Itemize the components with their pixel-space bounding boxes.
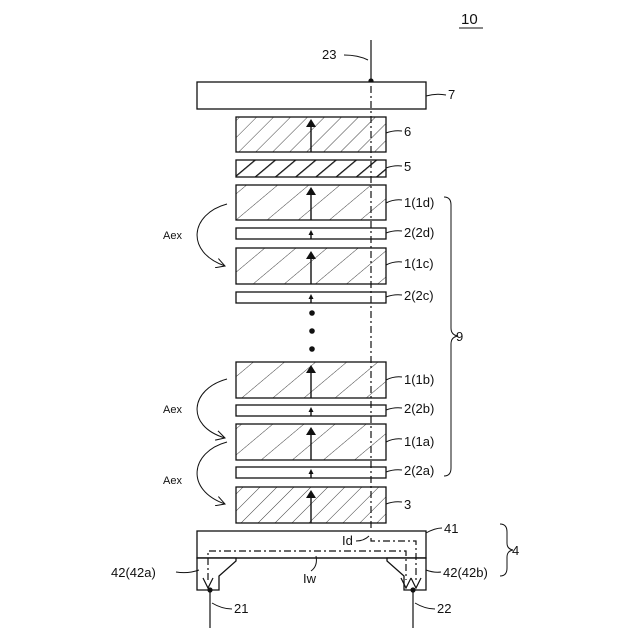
label-4: 4 bbox=[512, 543, 519, 558]
leader-2a bbox=[386, 470, 402, 472]
label-1d: 1(1d) bbox=[404, 195, 434, 210]
label-5: 5 bbox=[404, 159, 411, 174]
aex-arrow-middle bbox=[197, 379, 227, 438]
terminal-42a bbox=[197, 558, 236, 590]
figure-number: 10 bbox=[461, 11, 478, 28]
leader-3 bbox=[386, 502, 402, 504]
leader-5 bbox=[386, 166, 402, 168]
label-3: 3 bbox=[404, 497, 411, 512]
label-2d: 2(2d) bbox=[404, 225, 434, 240]
label-23: 23 bbox=[322, 47, 336, 62]
label-7: 7 bbox=[448, 87, 455, 102]
label-2a: 2(2a) bbox=[404, 463, 434, 478]
leader-21 bbox=[212, 603, 232, 609]
label-id: Id bbox=[342, 533, 353, 548]
junction-dot-22 bbox=[410, 587, 415, 592]
junction-dot-21 bbox=[207, 587, 212, 592]
label-aex-middle: Aex bbox=[163, 404, 182, 416]
label-1c: 1(1c) bbox=[404, 256, 434, 271]
leader-42b bbox=[426, 570, 441, 572]
leader-1a bbox=[386, 439, 402, 442]
label-1b: 1(1b) bbox=[404, 372, 434, 387]
leader-7 bbox=[426, 94, 446, 96]
central-current-arrows bbox=[309, 123, 314, 523]
label-42b: 42(42b) bbox=[443, 565, 488, 580]
plate-7 bbox=[197, 82, 426, 109]
leader-23 bbox=[344, 55, 368, 60]
leader-2c bbox=[386, 295, 402, 297]
label-iw: Iw bbox=[303, 571, 317, 586]
ellipsis-dot-3 bbox=[309, 346, 315, 352]
leader-6 bbox=[386, 131, 402, 133]
label-6: 6 bbox=[404, 124, 411, 139]
layer-5 bbox=[236, 160, 386, 177]
label-22: 22 bbox=[437, 601, 451, 616]
label-21: 21 bbox=[234, 601, 248, 616]
label-41: 41 bbox=[444, 521, 458, 536]
label-42a: 42(42a) bbox=[111, 565, 156, 580]
label-1a: 1(1a) bbox=[404, 434, 434, 449]
leader-1b bbox=[386, 377, 402, 380]
label-aex-top: Aex bbox=[163, 230, 182, 242]
leader-1c bbox=[386, 262, 402, 265]
leader-41 bbox=[426, 528, 442, 533]
aex-arrow-bottom bbox=[197, 442, 227, 504]
leader-22 bbox=[415, 603, 435, 609]
base-plate-41 bbox=[197, 531, 426, 558]
leader-1d bbox=[386, 200, 402, 203]
label-2b: 2(2b) bbox=[404, 401, 434, 416]
label-9: 9 bbox=[456, 329, 463, 344]
leader-2b bbox=[386, 408, 402, 410]
label-aex-bottom: Aex bbox=[163, 475, 182, 487]
leader-42a bbox=[176, 570, 199, 573]
ellipsis-dot-1 bbox=[309, 310, 315, 316]
label-2c: 2(2c) bbox=[404, 288, 434, 303]
leader-2d bbox=[386, 231, 402, 233]
aex-arrow-top bbox=[197, 204, 227, 266]
ellipsis-dot-2 bbox=[309, 328, 315, 334]
